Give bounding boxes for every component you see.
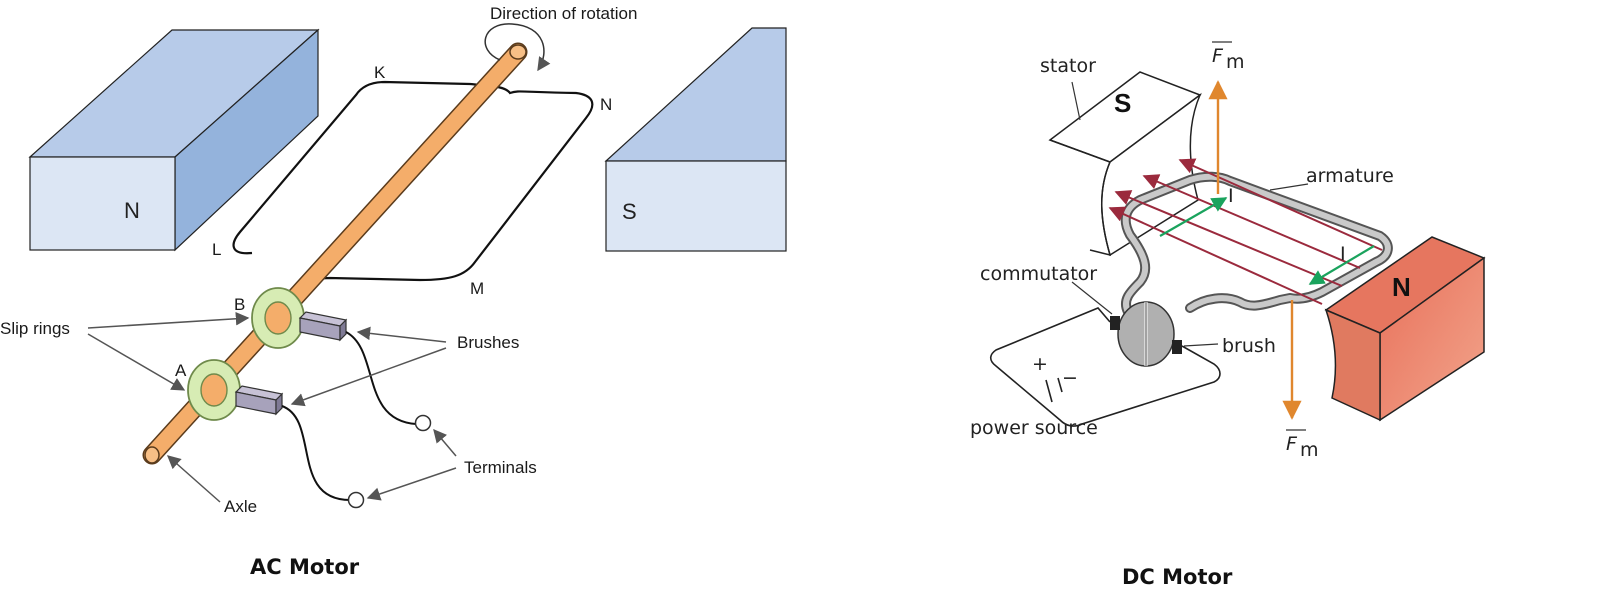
- rotation-arrow: [484, 23, 551, 72]
- dc-pole-north: N: [1392, 272, 1411, 302]
- terminals-pointer-upper: [433, 428, 457, 457]
- slip-rings-label: Slip rings: [0, 319, 70, 338]
- field-line-2: [1142, 174, 1361, 269]
- coil-loop: [232, 80, 594, 293]
- brush-lower: [234, 385, 284, 416]
- battery-symbol: + −: [1032, 353, 1078, 404]
- force-symbol-top: F: [1212, 45, 1224, 67]
- dc-motor-title: DC Motor: [1122, 565, 1233, 589]
- ring-label-a: A: [175, 361, 187, 380]
- ac-north-magnet: N: [28, 28, 320, 252]
- ac-pole-south: S: [622, 199, 637, 224]
- slip-ring-b: [251, 287, 305, 349]
- field-line-1: [1178, 158, 1383, 251]
- commutator: [1110, 301, 1182, 367]
- terminals-pointer-lower: [366, 467, 457, 501]
- field-line-3: [1114, 190, 1343, 287]
- coil-label-m: M: [470, 279, 484, 298]
- current-label-upper: I: [1228, 185, 1234, 207]
- ac-motor-diagram: N S: [0, 4, 787, 579]
- force-subscript-bottom: m: [1300, 439, 1319, 461]
- slip-ring-a: [187, 359, 241, 421]
- terminal-upper: [414, 414, 432, 432]
- axle-label: Axle: [224, 497, 257, 516]
- stator-label: stator: [1040, 55, 1096, 77]
- ring-label-b: B: [234, 295, 245, 314]
- axle-pointer: [166, 455, 221, 503]
- force-label-bottom: F m: [1286, 429, 1319, 461]
- ac-motor-title: AC Motor: [250, 555, 360, 579]
- power-source-label: power source: [970, 417, 1098, 439]
- dc-pole-south: S: [1114, 88, 1131, 118]
- coil-label-k: K: [374, 63, 386, 82]
- brushes-pointer-lower: [290, 347, 447, 407]
- dc-north-magnet: N: [1324, 236, 1486, 422]
- terminals-label: Terminals: [464, 458, 537, 477]
- ac-south-magnet: S: [604, 27, 787, 252]
- terminal-lower: [347, 491, 365, 509]
- current-label-lower: I: [1340, 243, 1346, 265]
- field-line-4: [1108, 206, 1323, 305]
- slip-rings-pointer-a: [87, 333, 186, 391]
- brush-label: brush: [1222, 335, 1276, 357]
- coil-label-n: N: [600, 95, 612, 114]
- slip-rings-pointer-b: [87, 312, 250, 329]
- force-label-top: F m: [1212, 41, 1245, 73]
- dc-motor-diagram: S I I N: [970, 41, 1486, 589]
- rotation-label: Direction of rotation: [490, 4, 637, 23]
- brushes-pointer-upper: [356, 326, 447, 343]
- force-symbol-bottom: F: [1286, 433, 1298, 455]
- current-arrow-lower: [1308, 245, 1375, 285]
- battery-plus: +: [1032, 353, 1048, 375]
- ac-pole-north: N: [124, 198, 140, 223]
- armature-leader: [1269, 183, 1309, 191]
- brush-upper: [298, 311, 348, 342]
- brushes-label: Brushes: [457, 333, 519, 352]
- coil-label-l: L: [212, 240, 221, 259]
- stator-leader: [1071, 81, 1081, 121]
- current-arrow-upper: [1159, 197, 1228, 237]
- power-circuit: [989, 307, 1221, 427]
- brush-leader: [1183, 343, 1219, 347]
- armature-label: armature: [1306, 165, 1394, 187]
- wire-lower: [281, 405, 351, 501]
- commutator-leader: [1071, 281, 1113, 315]
- wire-upper: [345, 331, 417, 425]
- battery-minus: −: [1062, 367, 1078, 389]
- commutator-label: commutator: [980, 263, 1097, 285]
- force-subscript-top: m: [1226, 51, 1245, 73]
